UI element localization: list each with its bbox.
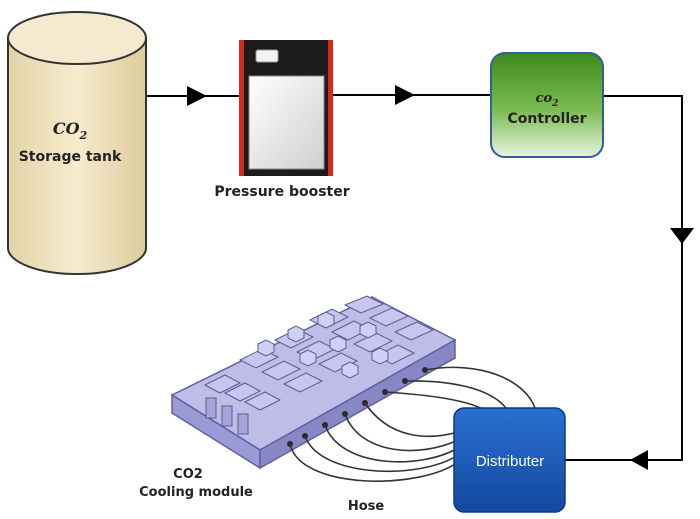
arrow-right-icon [395,85,415,105]
booster-label: Pressure booster [214,184,349,200]
tank-formula: CO [53,119,80,138]
arrow-right-icon [187,86,207,106]
module-label-line1: CO2 [173,467,203,482]
svg-text:CO2: CO2 [53,119,88,142]
cooling-module: CO2 Cooling module [139,295,457,500]
tank-formula-sub: 2 [79,129,88,142]
arrow-left-icon [630,450,648,470]
controller: co2 Controller [490,52,604,158]
pressure-booster: Pressure booster [214,40,350,200]
hoses [289,366,536,482]
controller-formula-sub: 2 [551,99,558,109]
tank-label: Storage tank [19,149,122,165]
arrow-down-icon [670,228,694,244]
controller-formula: co [536,91,553,106]
svg-text:co2: co2 [536,91,559,109]
line-controller-to-distributer [565,95,683,461]
distributer-label: Distributer [476,453,544,470]
booster-display [255,49,279,63]
controller-label: Controller [507,111,586,127]
storage-tank: CO2 Storage tank [7,11,147,275]
flow-arrows [187,85,694,470]
module-label-line2: Cooling module [139,485,253,500]
distributer: Distributer [453,407,566,513]
hose-label: Hose [348,499,385,514]
